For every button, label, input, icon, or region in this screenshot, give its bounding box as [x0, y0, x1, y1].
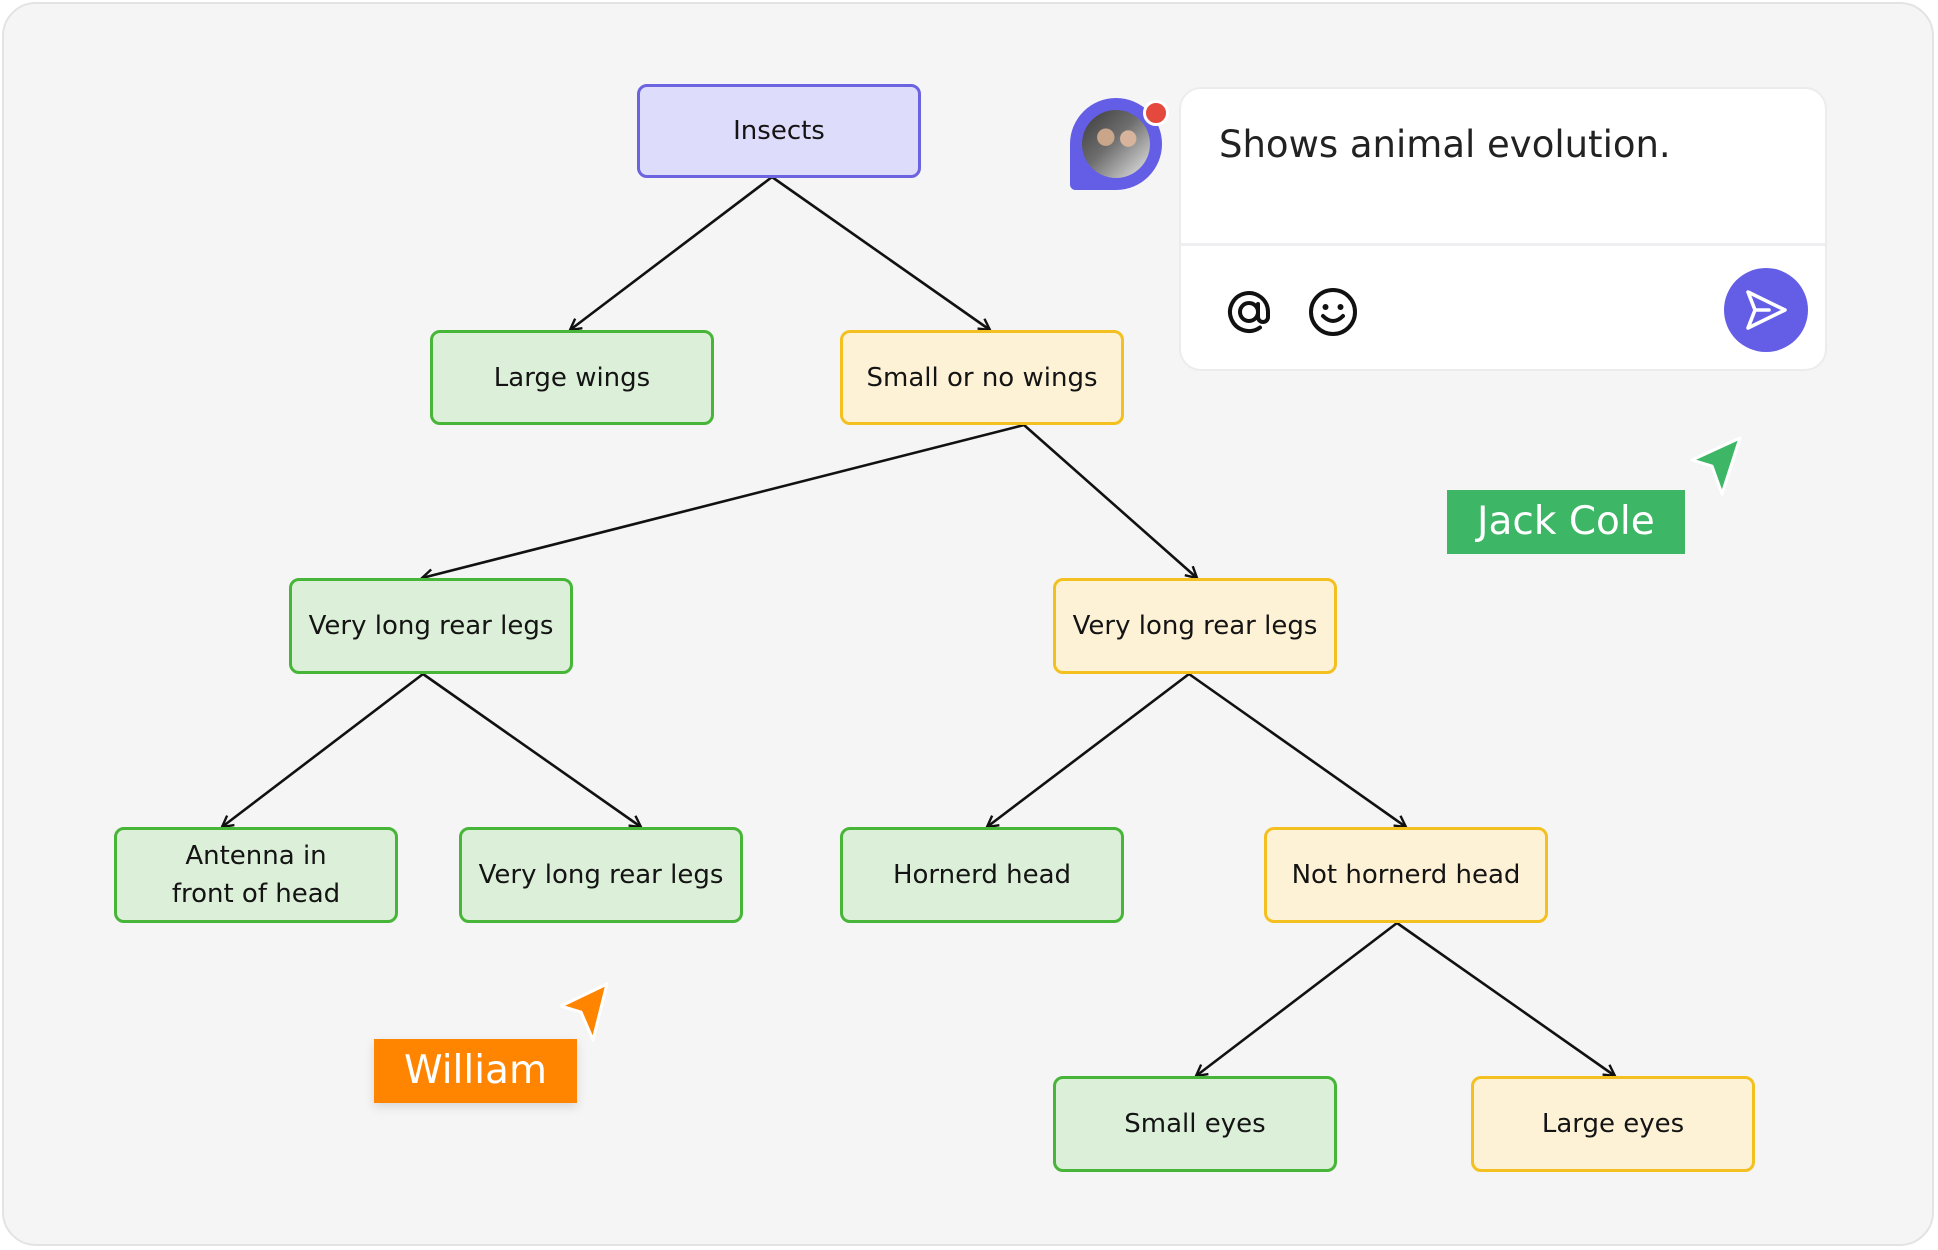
edge-right-legs-not-hornerd	[1188, 672, 1406, 827]
notification-dot	[1143, 100, 1169, 126]
node-hornerd-head[interactable]: Hornerd head	[840, 827, 1124, 923]
edge-left-legs-antenna	[222, 672, 424, 827]
comment-divider	[1181, 243, 1825, 246]
avatar-photo	[1082, 110, 1150, 178]
edge-not-hornerd-small-eyes	[1196, 921, 1398, 1076]
node-small-or-no-wings[interactable]: Small or no wings	[840, 330, 1124, 425]
node-antenna-in-front-of-head[interactable]: Antenna in front of head	[114, 827, 398, 923]
edge-not-hornerd-large-eyes	[1396, 921, 1615, 1076]
node-very-long-rear-legs-right[interactable]: Very long rear legs	[1053, 578, 1337, 674]
node-large-eyes[interactable]: Large eyes	[1471, 1076, 1755, 1172]
smiley-icon[interactable]	[1305, 284, 1361, 340]
edge-small-wings-right-legs	[1023, 424, 1197, 578]
node-insects[interactable]: Insects	[637, 84, 921, 178]
jack-cursor-icon	[1690, 436, 1742, 496]
comment-input[interactable]: Shows animal evolution.	[1219, 123, 1671, 166]
send-button[interactable]	[1724, 268, 1808, 352]
william-cursor-label: William	[374, 1039, 577, 1103]
commenter-avatar[interactable]	[1070, 98, 1169, 190]
comment-box: Shows animal evolution.	[1179, 87, 1827, 371]
edge-right-legs-hornerd	[987, 672, 1190, 827]
edge-insects-small-wings	[771, 175, 990, 330]
node-small-eyes[interactable]: Small eyes	[1053, 1076, 1337, 1172]
node-not-hornerd-head[interactable]: Not hornerd head	[1264, 827, 1548, 923]
edge-left-legs-inner-legs	[422, 672, 641, 827]
node-very-long-rear-legs-inner[interactable]: Very long rear legs	[459, 827, 743, 923]
at-sign-icon[interactable]	[1221, 284, 1277, 340]
tree-edges	[4, 175, 1934, 1246]
node-large-wings[interactable]: Large wings	[430, 330, 714, 425]
edge-small-wings-left-legs	[422, 423, 1025, 578]
william-cursor-icon	[559, 982, 609, 1042]
send-icon	[1746, 290, 1787, 330]
edge-insects-large-wings	[570, 175, 773, 330]
node-very-long-rear-legs-left[interactable]: Very long rear legs	[289, 578, 573, 674]
jack-cursor-label: Jack Cole	[1447, 490, 1685, 554]
